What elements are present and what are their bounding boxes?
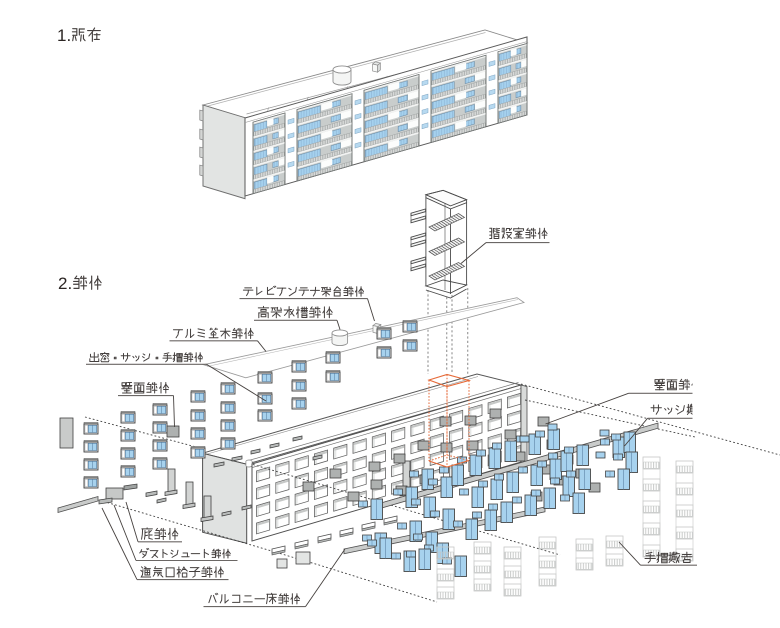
svg-text:2.: 2. bbox=[58, 274, 72, 293]
svg-text:1.: 1. bbox=[57, 26, 71, 45]
